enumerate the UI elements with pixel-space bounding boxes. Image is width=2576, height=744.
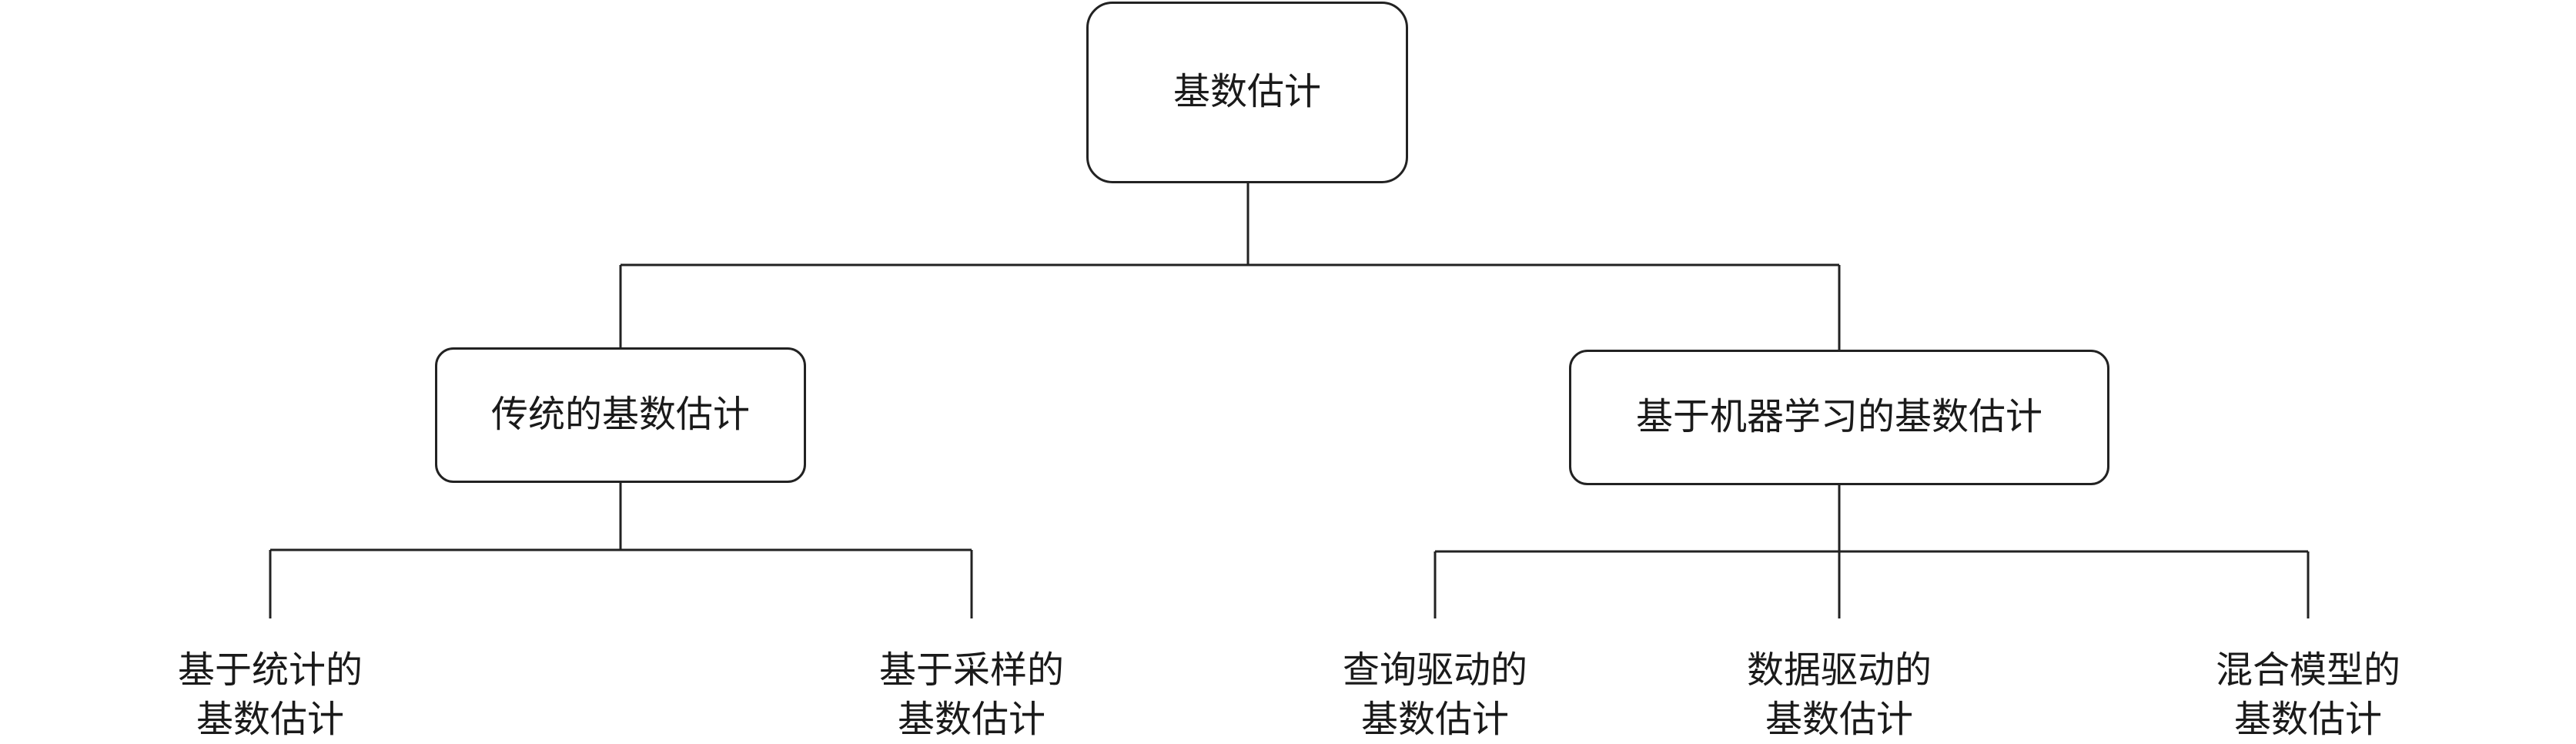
branch-node-traditional-label: 传统的基数估计 xyxy=(490,393,750,437)
leaf-query-driven-line1: 查询驱动的 xyxy=(1342,648,1527,692)
root-node-label: 基数估计 xyxy=(1173,70,1321,114)
branch-node-ml: 基于机器学习的基数估计 xyxy=(1569,350,2109,485)
leaf-query-driven-line2: 基数估计 xyxy=(1360,698,1509,741)
leaf-data-driven-line2: 基数估计 xyxy=(1765,698,1913,741)
leaf-statistics: 基于统计的 基数估计 xyxy=(147,645,393,744)
branch-node-traditional: 传统的基数估计 xyxy=(435,347,806,483)
leaf-statistics-line2: 基数估计 xyxy=(196,698,344,741)
leaf-data-driven: 数据驱动的 基数估计 xyxy=(1716,645,1962,744)
leaf-data-driven-line1: 数据驱动的 xyxy=(1746,648,1932,692)
branch-node-ml-label: 基于机器学习的基数估计 xyxy=(1635,395,2042,439)
leaf-hybrid-model: 混合模型的 基数估计 xyxy=(2185,645,2431,744)
leaf-hybrid-model-line1: 混合模型的 xyxy=(2215,648,2400,692)
root-node: 基数估计 xyxy=(1086,2,1408,183)
leaf-sampling: 基于采样的 基数估计 xyxy=(848,645,1095,744)
leaf-statistics-line1: 基于统计的 xyxy=(177,648,363,692)
leaf-query-driven: 查询驱动的 基数估计 xyxy=(1312,645,1558,744)
leaf-hybrid-model-line2: 基数估计 xyxy=(2233,698,2382,741)
leaf-sampling-line1: 基于采样的 xyxy=(878,648,1064,692)
leaf-sampling-line2: 基数估计 xyxy=(897,698,1045,741)
